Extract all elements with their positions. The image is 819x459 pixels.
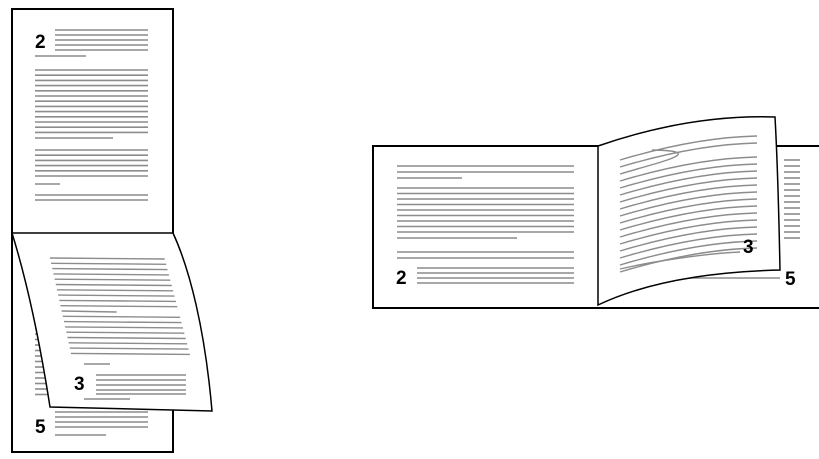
text-line: [56, 285, 172, 286]
text-line: [51, 263, 166, 264]
text-line: [57, 290, 173, 291]
text-line: [69, 343, 188, 344]
text-line: [71, 353, 190, 354]
text-line: [66, 332, 184, 333]
text-line: [52, 269, 167, 270]
page-number-3-flap: 3: [74, 374, 85, 395]
vertical-fold-diagram: 2 5 3: [12, 9, 212, 452]
text-line: [60, 306, 177, 307]
page-number-2-right: 2: [396, 268, 407, 289]
text-line: [58, 295, 174, 296]
text-line: [63, 316, 180, 317]
text-line: [59, 300, 176, 301]
text-line: [64, 322, 182, 323]
text-line: [55, 279, 171, 280]
page-number-5: 5: [35, 417, 46, 438]
text-line: [53, 274, 168, 275]
page-number-5-right: 5: [785, 269, 796, 290]
text-line: [62, 311, 117, 312]
text-line: [50, 258, 165, 259]
text-line: [70, 348, 189, 349]
text-line: [67, 338, 185, 339]
horizontal-fold-diagram: 2 5 3: [373, 117, 819, 308]
page-number-2: 2: [35, 32, 46, 53]
page-number-3-right-flap: 3: [743, 237, 754, 258]
text-line: [65, 327, 183, 328]
